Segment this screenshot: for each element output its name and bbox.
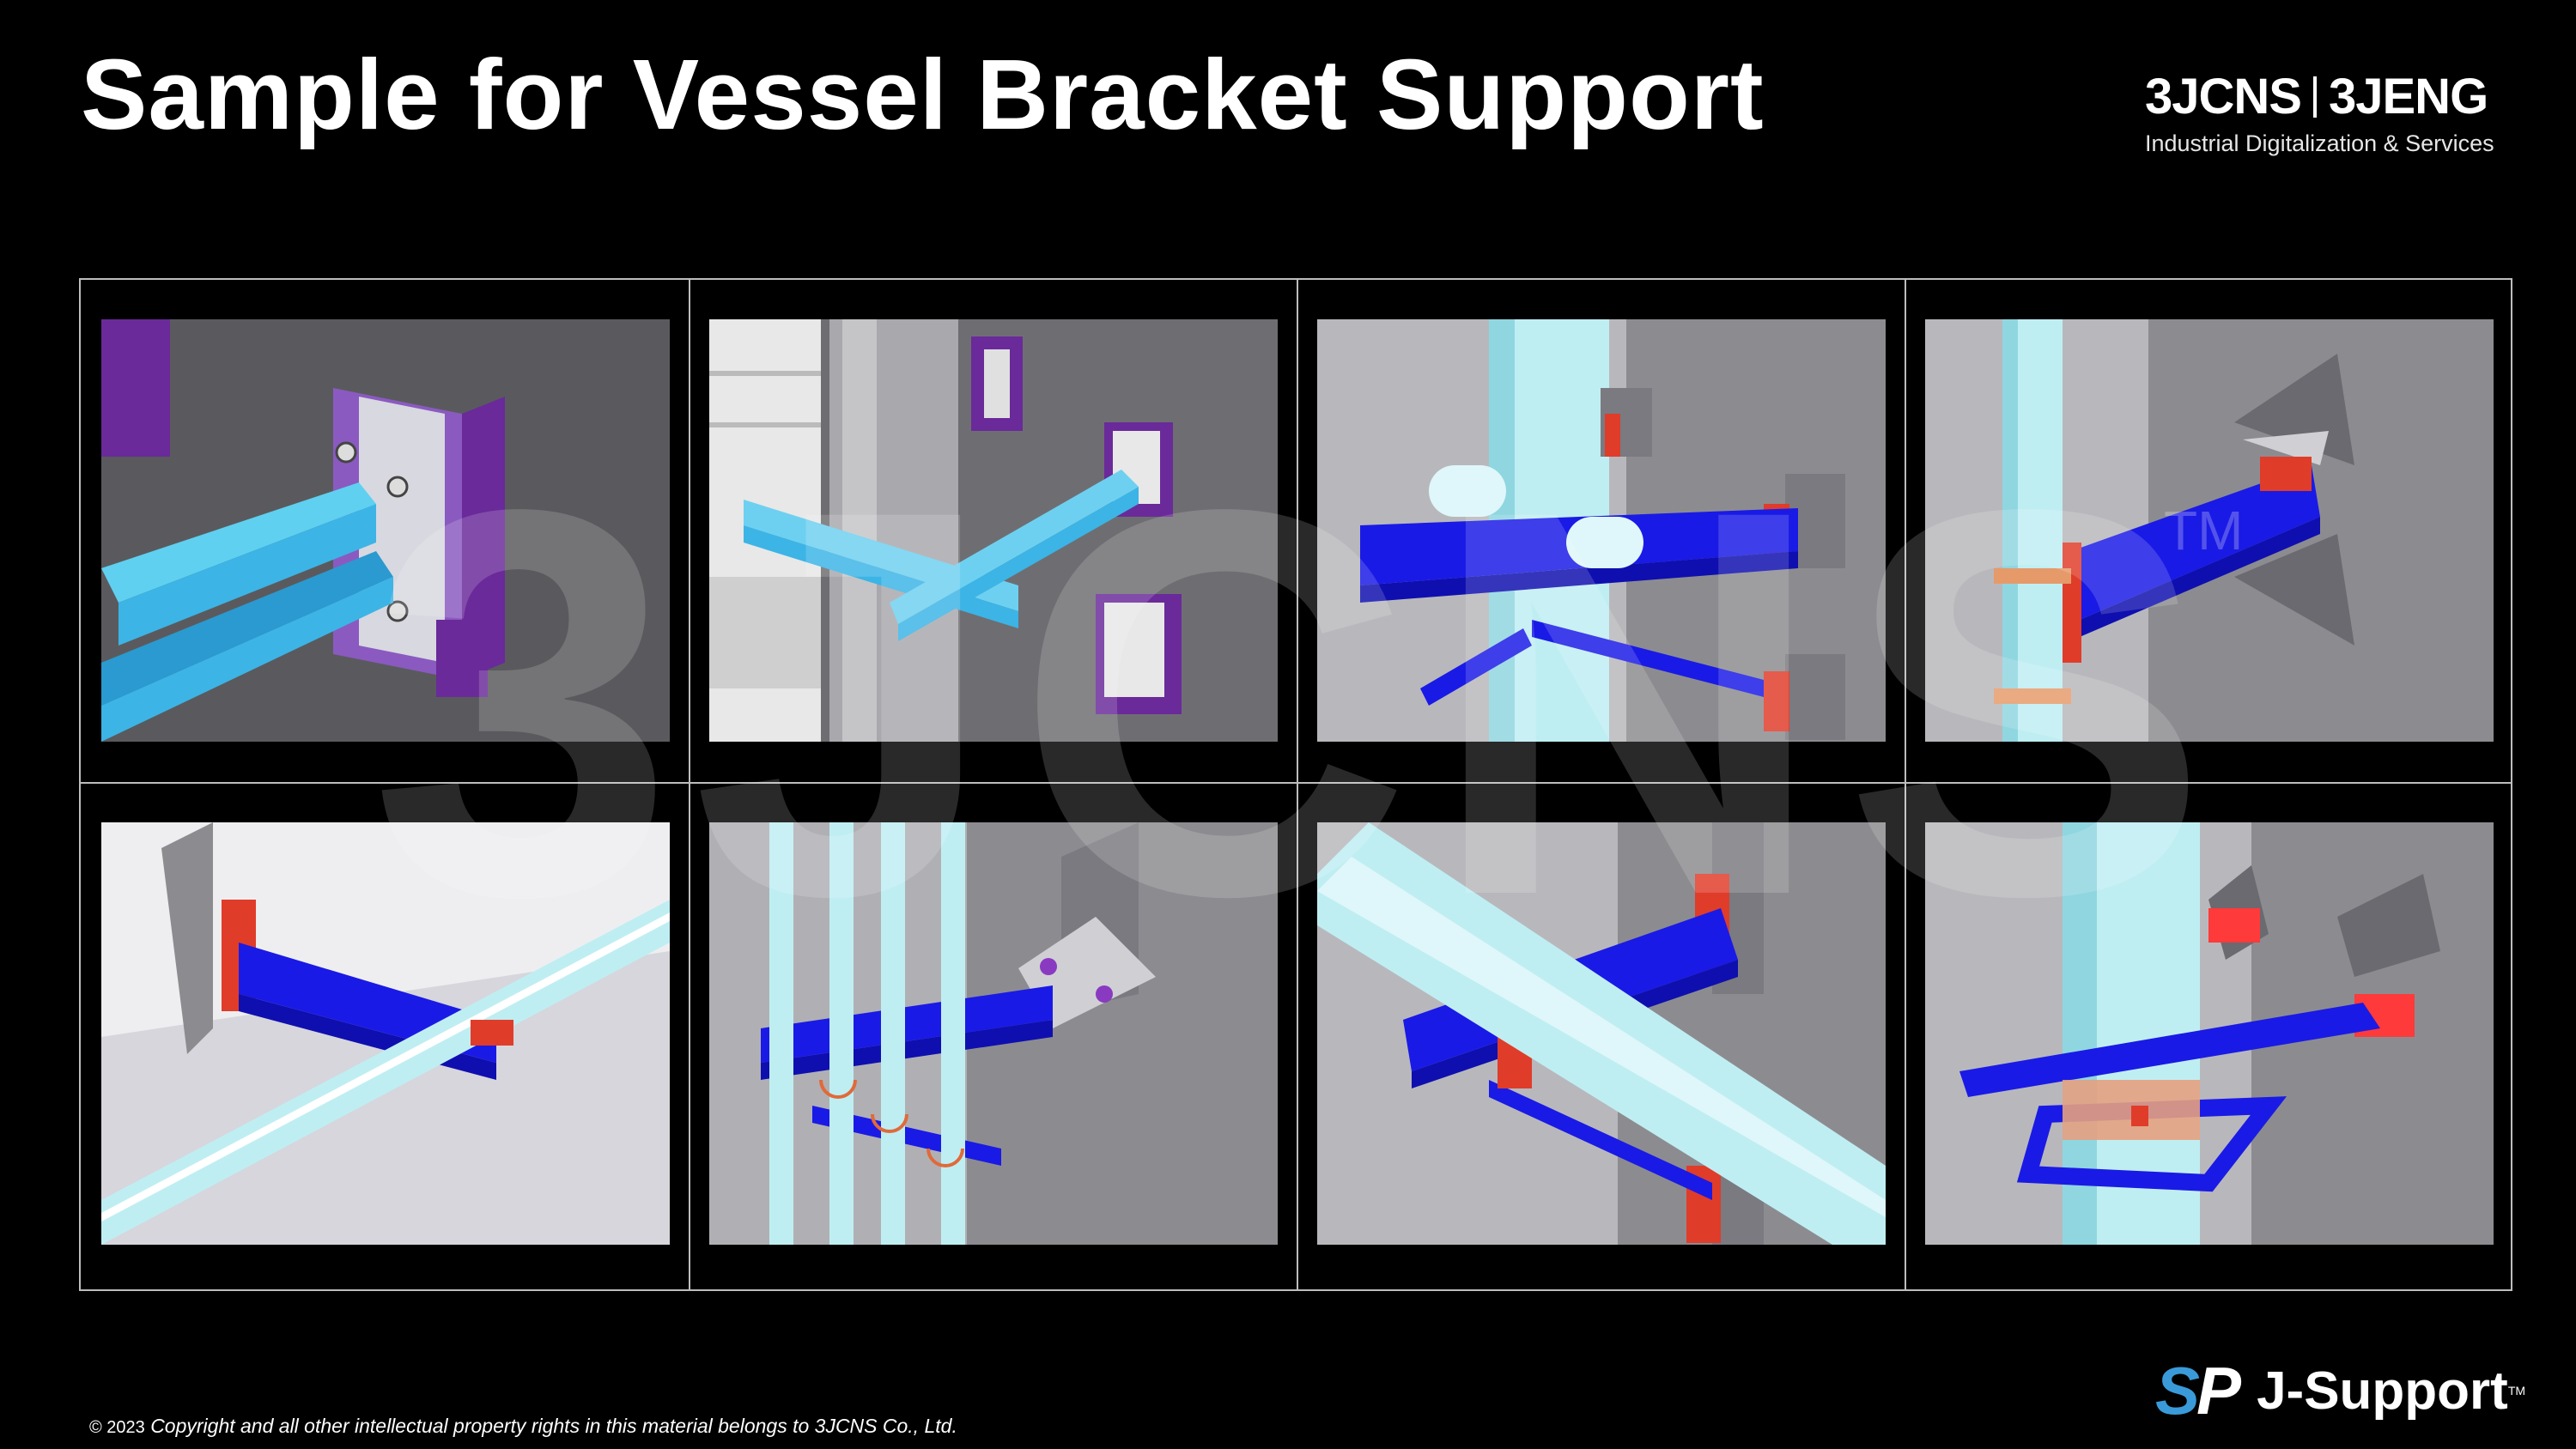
copyright-symbol: © 2023: [89, 1418, 145, 1437]
copyright-text: Copyright and all other intellectual pro…: [150, 1415, 957, 1437]
grid-divider: [1905, 280, 1906, 1289]
render-clamp-bracket: [1925, 319, 2494, 742]
logo-left-text: 3JCNS: [2145, 69, 2302, 124]
render-purple-plate-beam: [101, 319, 670, 742]
image-grid: [79, 278, 2512, 1291]
grid-divider: [1297, 280, 1298, 1289]
render-diagonal-pipe-beam: [1317, 822, 1886, 1245]
frame-around-pipe-render: [1925, 822, 2494, 1245]
render-vertical-pipe-bracket: [1317, 319, 1886, 742]
logo-right-text: 3JENG: [2328, 69, 2488, 124]
sp-mark-s: S: [2155, 1352, 2200, 1428]
j-support-logo: S P J-Support TM: [2155, 1353, 2526, 1428]
purple-plate-beam-render: [101, 319, 670, 742]
horizontal-pipe-cantilever-render: [101, 822, 670, 1245]
render-multi-pipe-bracket: [709, 822, 1278, 1245]
cross-beam-on-column-render: [709, 319, 1278, 742]
company-logo: 3JCNS 3JENG Industrial Digitalization & …: [2145, 72, 2516, 157]
grid-divider: [689, 280, 690, 1289]
clamp-bracket-render: [1925, 319, 2494, 742]
grid-divider: [81, 782, 2511, 784]
diagonal-pipe-beam-render: [1317, 822, 1886, 1245]
render-cross-beam-column: [709, 319, 1278, 742]
logo-subtitle: Industrial Digitalization & Services: [2145, 130, 2494, 156]
product-name: J-Support: [2257, 1361, 2508, 1421]
copyright-notice: © 2023 Copyright and all other intellect…: [89, 1415, 957, 1438]
sp-mark-p: P: [2196, 1352, 2242, 1428]
logo-divider: [2312, 76, 2317, 118]
multi-pipe-bracket-render: [709, 822, 1278, 1245]
vertical-pipe-bracket-render: [1317, 319, 1886, 742]
render-frame-around-pipe: [1925, 822, 2494, 1245]
page-title: Sample for Vessel Bracket Support: [81, 39, 1765, 150]
product-tm: TM: [2507, 1384, 2526, 1397]
render-horizontal-pipe-cantilever: [101, 822, 670, 1245]
